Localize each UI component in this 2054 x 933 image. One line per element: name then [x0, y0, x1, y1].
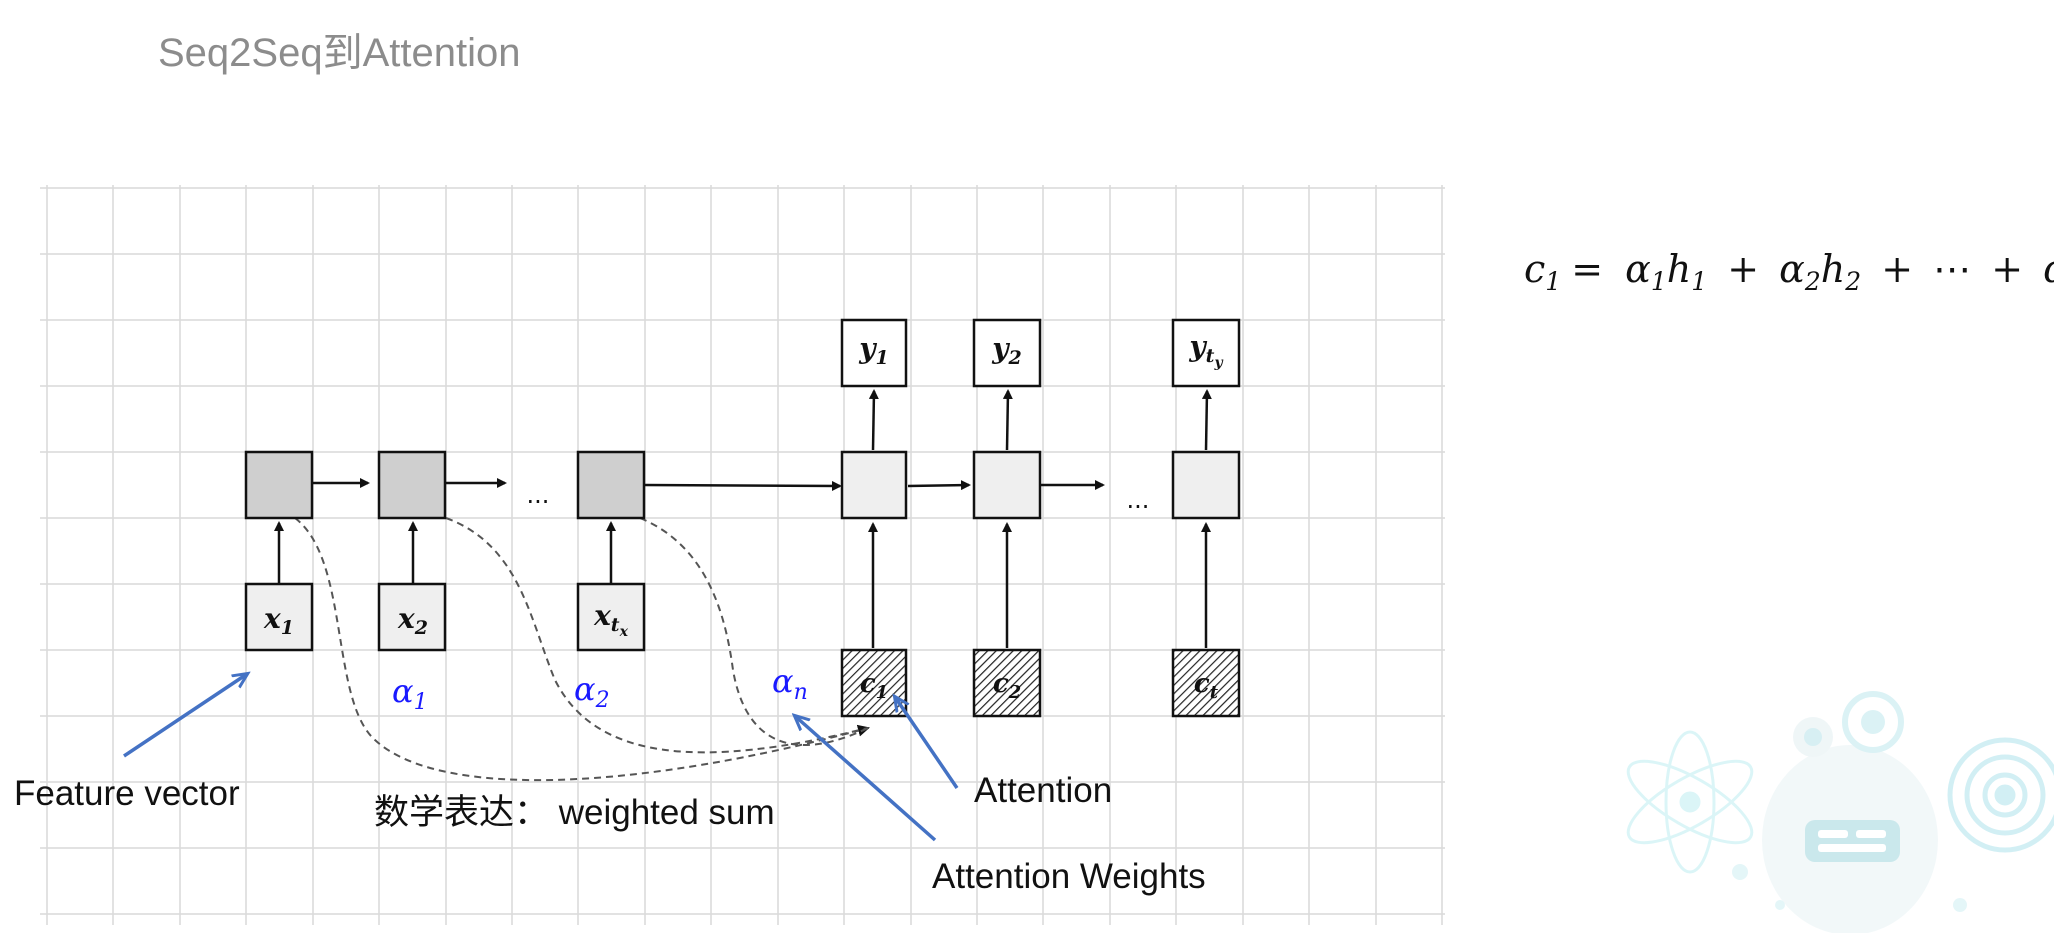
- weight-alpha-2: α2: [574, 670, 610, 713]
- context-label-ct: ct: [1194, 669, 1219, 703]
- input-label-x1: x1: [263, 602, 294, 639]
- annotation-arrows: [123, 674, 959, 842]
- output-box: [840, 318, 908, 388]
- output-box: [972, 318, 1042, 388]
- encoder-hidden-box: [244, 450, 314, 520]
- target-rings-icon: [1947, 737, 2054, 853]
- robot-illustration: [1626, 691, 2054, 933]
- weight-alpha-1: α1: [392, 672, 428, 715]
- attention-dashed-curves: [294, 517, 870, 782]
- context-box: [972, 648, 1042, 718]
- attention-label: Attention: [974, 771, 1112, 810]
- input-box: [244, 582, 314, 652]
- input-box: [576, 582, 646, 652]
- attention-weights-label: Attention Weights: [932, 857, 1206, 896]
- output-box: [1171, 318, 1241, 388]
- encoder-ellipsis: ...: [527, 481, 550, 509]
- input-label-xtx: xtx: [593, 599, 628, 640]
- context-label-c1: c1: [860, 669, 888, 703]
- feature-vector-label: Feature vector: [14, 774, 240, 813]
- output-label-yty: yty: [1188, 330, 1223, 371]
- decoder-hidden-box: [1171, 450, 1241, 520]
- context-formula: c1= α1h1 + α2h2 + ⋯ + αnhn: [1524, 247, 2054, 299]
- decoder-hidden-box: [840, 450, 908, 520]
- recurrent-arrows: [313, 478, 1105, 491]
- context-box: [1171, 648, 1241, 718]
- slide-title: Seq2Seq到Attention: [158, 31, 521, 75]
- context-label-c2: c2: [993, 669, 1021, 703]
- weighted-sum-label: 数学表达： weighted sum: [374, 793, 775, 832]
- weight-alpha-n: αn: [772, 662, 808, 705]
- output-label-y2: y2: [991, 332, 1022, 369]
- encoder-hidden-box: [377, 450, 447, 520]
- output-label-y1: y1: [858, 332, 889, 369]
- robot-body-icon: [1732, 691, 1967, 933]
- input-box: [377, 582, 447, 652]
- input-label-x2: x2: [397, 602, 428, 639]
- decoder-hidden-box: [972, 450, 1042, 520]
- atom-icon: [1626, 730, 1754, 874]
- decoder-ellipsis: ...: [1127, 486, 1150, 514]
- encoder-hidden-box: [576, 450, 646, 520]
- vertical-arrows: [274, 389, 1212, 648]
